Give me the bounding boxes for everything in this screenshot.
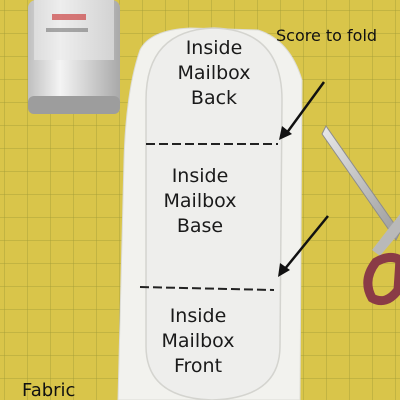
foam-board <box>145 27 283 400</box>
panel-base-label: Inside Mailbox Base <box>152 164 248 239</box>
panel-front-line-2: Mailbox <box>161 330 235 352</box>
fabric-label: Fabric <box>22 380 76 401</box>
panel-front-label: Inside Mailbox Front <box>150 304 246 379</box>
panel-back-line-1: Inside <box>185 37 243 59</box>
panel-base-line-2: Mailbox <box>163 190 237 212</box>
score-to-fold-annotation: Score to fold <box>276 26 378 45</box>
panel-back-label: Inside Mailbox Back <box>166 36 262 111</box>
scissors-icon <box>321 125 400 306</box>
panel-front-line-1: Inside <box>169 305 227 327</box>
spray-can-icon <box>28 0 120 114</box>
panel-front-line-3: Front <box>173 355 223 377</box>
panel-base-line-1: Inside <box>171 165 229 187</box>
panel-base-line-3: Base <box>176 215 224 237</box>
arrow-icon <box>279 81 326 140</box>
score-line-bottom <box>139 286 275 291</box>
panel-back-line-3: Back <box>190 87 238 109</box>
arrow-icon <box>278 215 329 277</box>
panel-back-line-2: Mailbox <box>177 62 251 84</box>
